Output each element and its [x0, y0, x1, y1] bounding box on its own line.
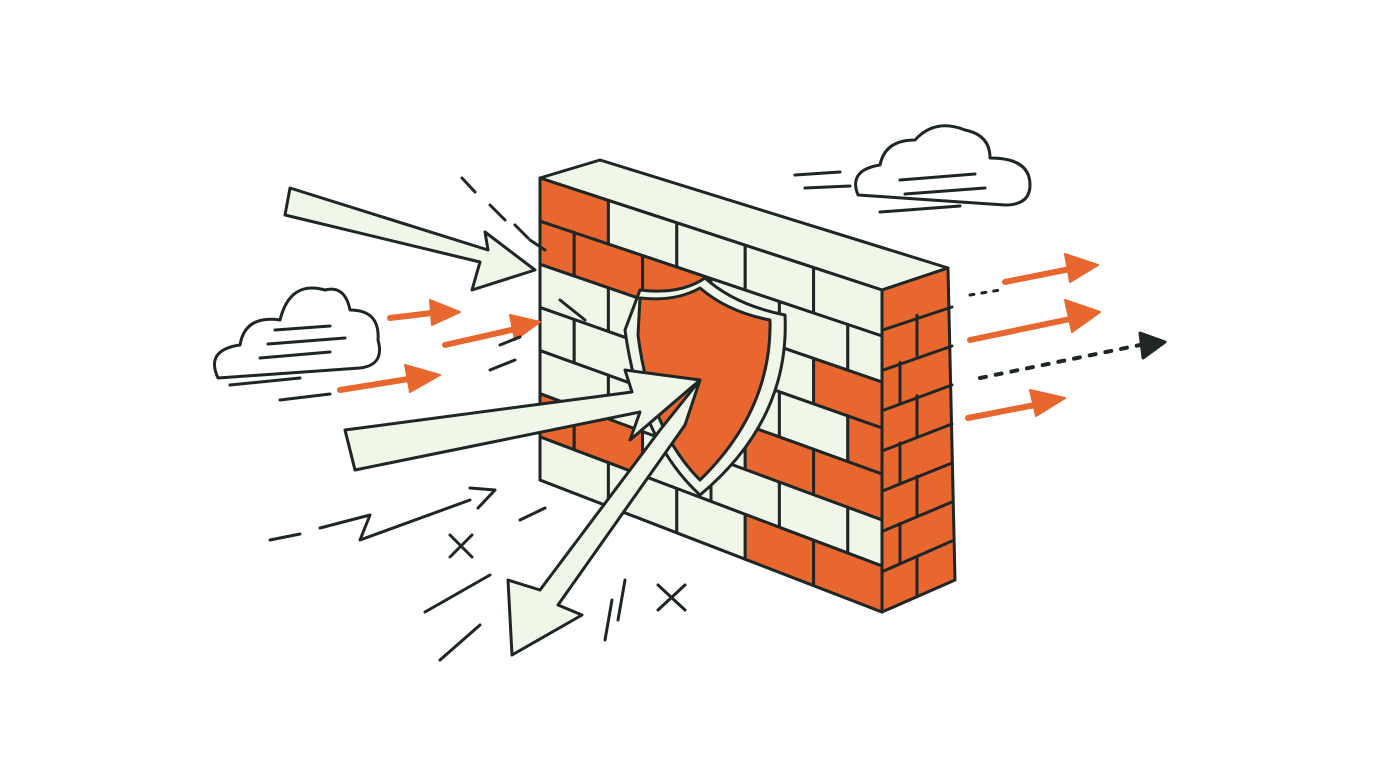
cloud-icon	[213, 286, 381, 402]
cloud-icon	[793, 124, 1032, 214]
mortar-line	[880, 422, 954, 453]
mortar-line	[880, 344, 954, 372]
x-mark-icon	[448, 533, 474, 559]
brick	[812, 538, 884, 614]
arrow-icon	[978, 343, 1142, 380]
arrow-icon	[283, 186, 702, 657]
arrow-icon	[337, 253, 1101, 421]
mortar-line	[880, 500, 954, 533]
x-mark-icon	[656, 583, 687, 612]
